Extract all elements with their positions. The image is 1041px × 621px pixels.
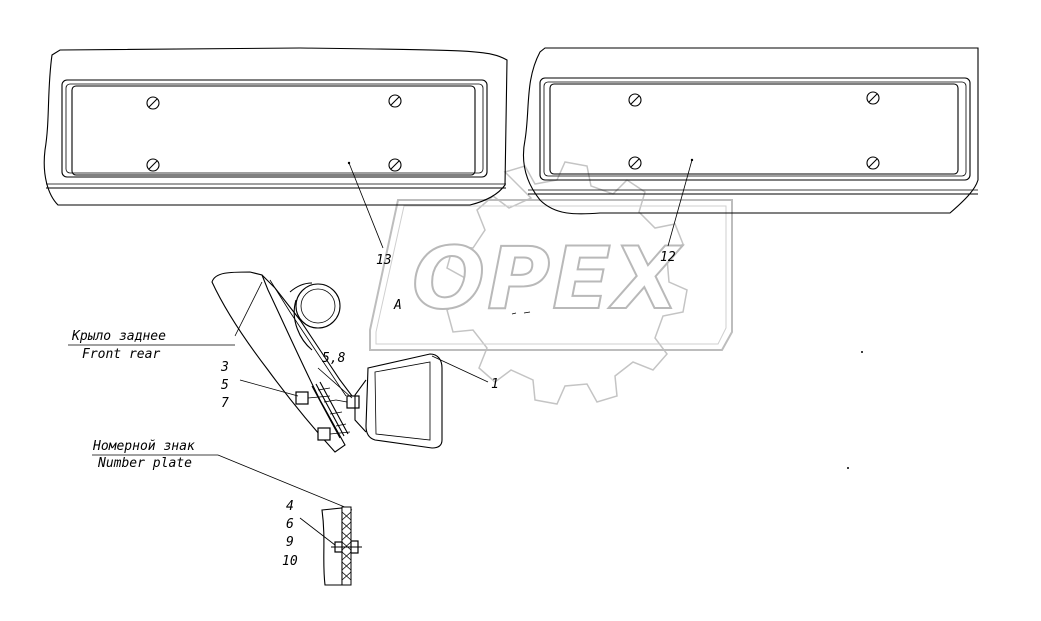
screw-icon	[146, 96, 160, 110]
callout-3: 3	[220, 360, 229, 375]
watermark-text: OPEX	[412, 229, 683, 329]
fender-label-ru: Крыло заднее	[71, 329, 166, 344]
watermark: OPEX	[369, 161, 733, 405]
watermark-frame	[369, 199, 733, 351]
callout-13: 13	[376, 253, 392, 268]
washer-stack	[311, 381, 349, 439]
right-plate-panel	[522, 47, 979, 247]
bolt-icon	[331, 540, 362, 554]
callout-9: 9	[286, 535, 294, 550]
callout-10: 10	[282, 554, 298, 569]
callout-1: 1	[491, 377, 499, 392]
screw-icon	[146, 158, 160, 172]
screw-icon	[866, 91, 880, 105]
nut-icon	[317, 427, 351, 441]
nut-icon	[335, 395, 360, 409]
screw-icon	[866, 156, 880, 170]
view-letter-a: A	[393, 298, 402, 313]
callout-12: 12	[660, 250, 676, 265]
nut-icon	[295, 391, 331, 405]
screw-icon	[388, 94, 402, 108]
fender-section	[211, 271, 360, 453]
screw-icon	[628, 93, 642, 107]
callout-4: 4	[286, 499, 294, 514]
callout-5: 5	[221, 378, 229, 393]
callout-5-8: 5,8	[322, 351, 346, 366]
callout-6: 6	[286, 517, 294, 532]
fender-label-en: Front rear	[82, 347, 160, 362]
plate-label-en: Number plate	[97, 456, 192, 471]
callout-7: 7	[221, 396, 229, 411]
plate-section	[299, 506, 362, 586]
left-plate-panel	[43, 47, 508, 249]
fender-leader	[234, 281, 263, 337]
screw-icon	[388, 158, 402, 172]
lamp-housing	[354, 353, 489, 449]
screw-icon	[628, 156, 642, 170]
watermark-frame-inner	[375, 205, 727, 345]
plate-label-ru: Номерной знак	[92, 439, 195, 454]
